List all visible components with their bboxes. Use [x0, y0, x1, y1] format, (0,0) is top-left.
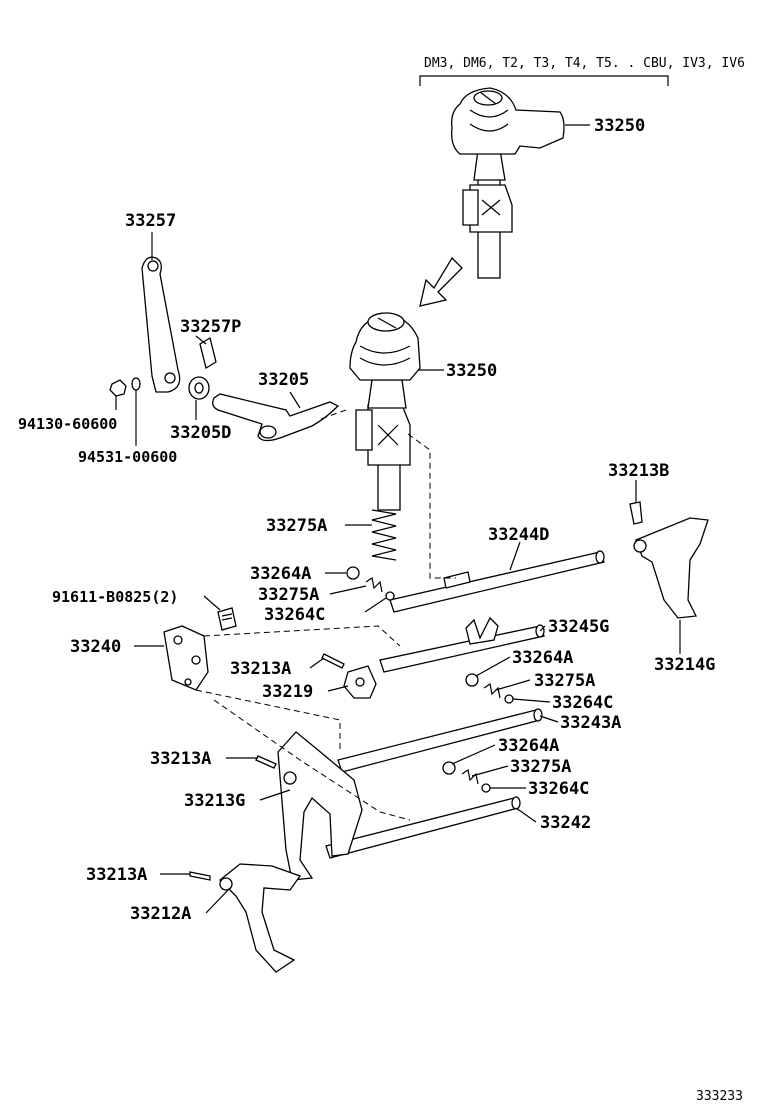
label-33240: 33240 [70, 637, 121, 657]
label-33275A-4: 33275A [510, 757, 571, 777]
label-33243A: 33243A [560, 713, 621, 733]
variant-note: DM3, DM6, T2, T3, T4, T5. . CBU, IV3, IV… [424, 56, 745, 71]
label-33213A-2: 33213A [150, 749, 211, 769]
nut-94130[interactable] [109, 379, 127, 397]
label-33264A-3: 33264A [498, 736, 559, 756]
fork-33213G[interactable] [277, 731, 363, 881]
pin-33213A-2[interactable] [255, 755, 277, 769]
lever-33205[interactable] [212, 393, 340, 442]
shift-lever-assembly-mid[interactable] [349, 312, 421, 511]
label-33264A-2: 33264A [512, 648, 573, 668]
label-33264A-1: 33264A [250, 564, 311, 584]
bolt-91611[interactable] [217, 607, 237, 631]
diagram-code: 333233 [696, 1089, 743, 1104]
leader-lines [115, 124, 681, 914]
label-33213A-1: 33213A [230, 659, 291, 679]
dashed-connectors [195, 409, 456, 821]
ball-33264C-1[interactable] [385, 591, 395, 601]
ball-33264C-3[interactable] [481, 783, 491, 793]
label-94130-60600: 94130-60600 [18, 415, 117, 433]
spring-33275A-2[interactable] [365, 577, 383, 593]
label-33275A-2: 33275A [258, 585, 319, 605]
label-33264C-1: 33264C [264, 605, 325, 625]
label-33219: 33219 [262, 682, 313, 702]
fork-33212A[interactable] [219, 863, 302, 973]
spring-33275A-4[interactable] [461, 769, 479, 785]
washer-94531[interactable] [131, 377, 141, 391]
shift-lever-assembly-top[interactable] [451, 87, 565, 279]
label-33205: 33205 [258, 370, 309, 390]
lever-33257[interactable] [141, 256, 181, 393]
plug-33264A-2[interactable] [465, 673, 479, 687]
spring-33275A[interactable] [371, 509, 397, 561]
label-33244D: 33244D [488, 525, 549, 545]
pin-33257P[interactable] [199, 336, 217, 370]
label-33257P: 33257P [180, 317, 241, 337]
shaft-33243A[interactable] [337, 708, 543, 773]
washer-33205D[interactable] [188, 376, 210, 400]
head-33219[interactable] [343, 665, 377, 699]
label-33213G: 33213G [184, 791, 245, 811]
label-33245G: 33245G [548, 617, 609, 637]
label-33242: 33242 [540, 813, 591, 833]
label-33213B: 33213B [608, 461, 669, 481]
plug-33264A-1[interactable] [346, 566, 360, 580]
label-33212A: 33212A [130, 904, 191, 924]
direction-arrow [419, 256, 463, 307]
variant-bracket [419, 75, 669, 86]
label-33205D: 33205D [170, 423, 231, 443]
label-33264C-3: 33264C [528, 779, 589, 799]
bolt-33213B[interactable] [629, 501, 643, 525]
label-33214G: 33214G [654, 655, 715, 675]
label-33275A-3: 33275A [534, 671, 595, 691]
label-33264C-2: 33264C [552, 693, 613, 713]
pin-33213A-3[interactable] [189, 871, 211, 881]
label-91611-B0825: 91611-B0825(2) [52, 588, 178, 606]
fork-33214G[interactable] [633, 517, 709, 619]
label-33275A-1: 33275A [266, 516, 327, 536]
label-33213A-3: 33213A [86, 865, 147, 885]
label-33257: 33257 [125, 211, 176, 231]
label-94531-00600: 94531-00600 [78, 448, 177, 466]
ball-33264C-2[interactable] [504, 694, 514, 704]
label-33250-mid: 33250 [446, 361, 497, 381]
shaft-33245G[interactable] [379, 616, 545, 673]
shaft-33244D[interactable] [389, 550, 605, 613]
shaft-33242[interactable] [325, 796, 521, 859]
bracket-33240[interactable] [163, 625, 209, 691]
pin-33213A-1[interactable] [321, 653, 345, 669]
label-33250-top: 33250 [594, 116, 645, 136]
spring-33275A-3[interactable] [483, 683, 501, 699]
plug-33264A-3[interactable] [442, 761, 456, 775]
